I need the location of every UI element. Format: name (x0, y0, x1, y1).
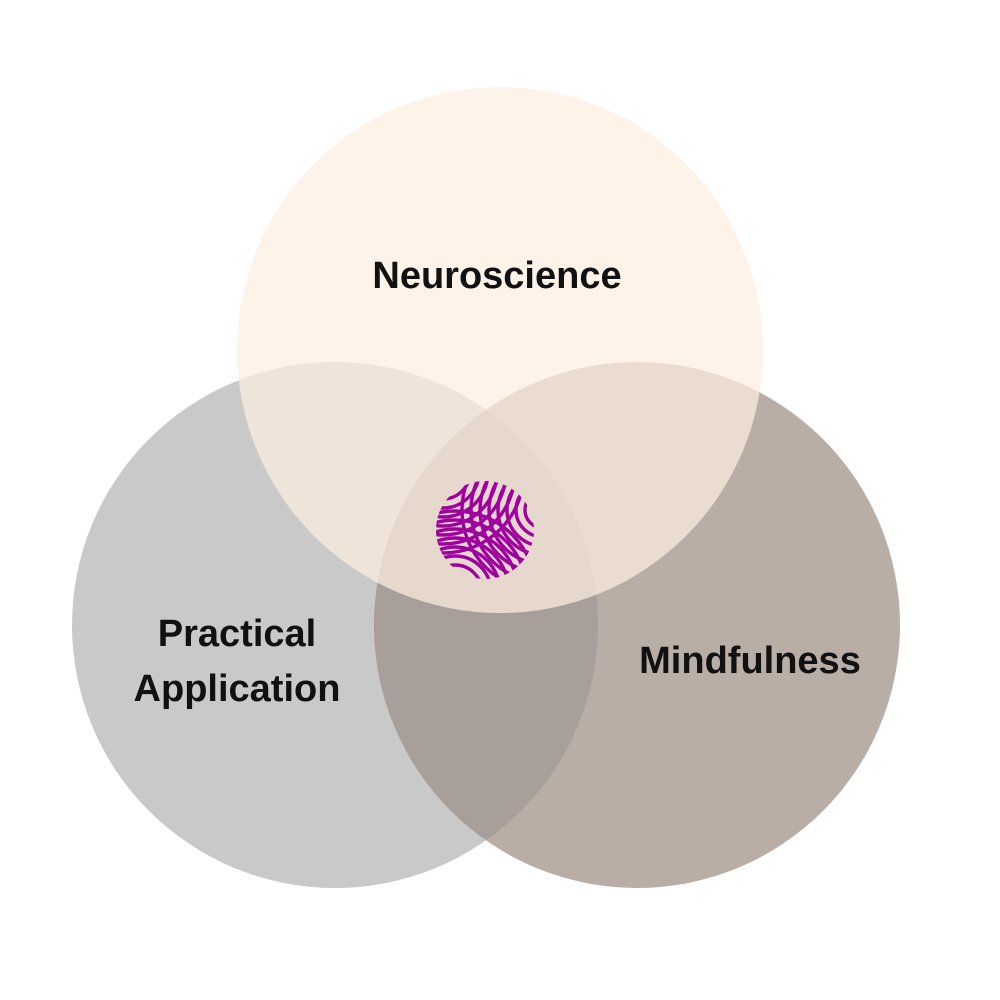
practical-application-label-line2: Application (134, 668, 341, 710)
logo-arc (436, 545, 502, 579)
logo-arc (496, 481, 534, 557)
logo-arc (436, 536, 511, 579)
logo-arc (436, 481, 508, 537)
logo-arc (523, 490, 534, 530)
mindfulness-label: Mindfulness (639, 640, 861, 682)
logo-arc (436, 481, 517, 546)
logo-arc (436, 509, 534, 579)
logo-arc (505, 481, 534, 548)
neuroscience-label: Neuroscience (372, 255, 621, 297)
logo-arc (436, 481, 481, 510)
logo-arc (436, 527, 520, 579)
logo-arc (436, 481, 499, 528)
logo-arc (514, 481, 534, 539)
logo-arc (469, 481, 534, 579)
logo-arc (436, 518, 529, 579)
logo-arc (478, 481, 534, 575)
practical-application-label-line1: Practical (158, 613, 316, 655)
neuroscience-circle (237, 87, 763, 613)
logo-arc (436, 563, 484, 579)
logo-arc (436, 481, 526, 555)
logo-arc (436, 554, 493, 579)
logo-arc (436, 481, 490, 519)
logo-arc (487, 481, 534, 566)
